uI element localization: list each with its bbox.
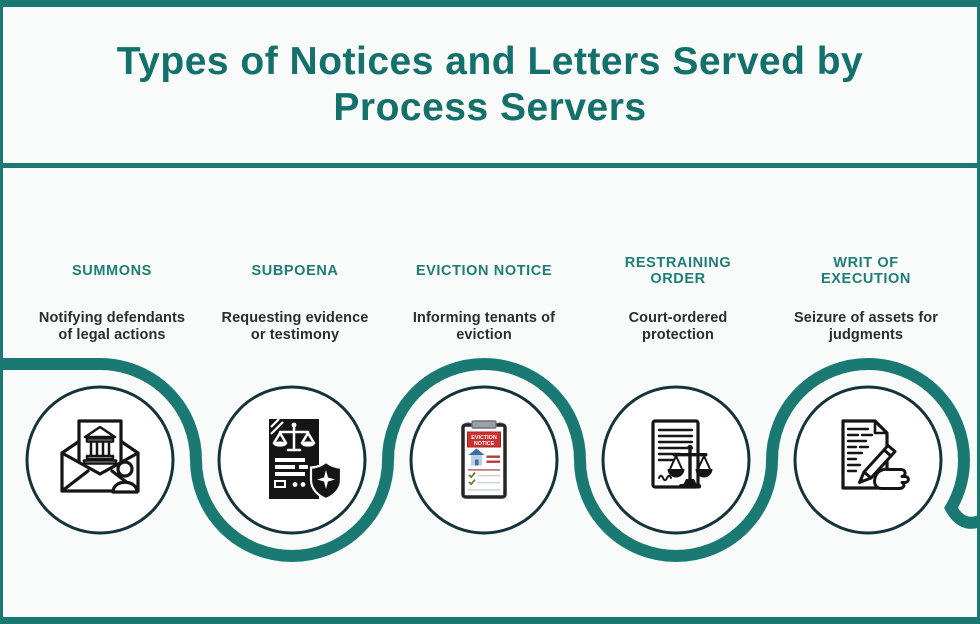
eviction-notice-clipboard-icon: EVICTION NOTICE — [461, 420, 507, 499]
summons-heading: SUMMONS — [17, 248, 207, 294]
description-line: protection — [642, 327, 714, 343]
writ-of-execution-description: Seizure of assets for judgments — [771, 310, 961, 344]
description-line: of legal actions — [58, 327, 166, 343]
eviction-banner-line-2: NOTICE — [474, 441, 495, 447]
right-border — [977, 0, 980, 624]
heading-line: SUMMONS — [72, 262, 152, 279]
description-line: Informing tenants of — [412, 310, 556, 326]
description-line: judgments — [828, 327, 904, 343]
writ-of-execution-heading: WRIT OF EXECUTION — [771, 248, 961, 294]
restraining-order-heading: RESTRAINING ORDER — [583, 248, 773, 294]
description-line: Seizure of assets for — [794, 310, 938, 326]
summons-description: Notifying defendants of legal actions — [17, 310, 207, 344]
page-title: Types of Notices and Letters Served by P… — [3, 7, 977, 163]
title-line-1: Types of Notices and Letters Served by — [116, 40, 864, 83]
title-separator-line — [0, 163, 980, 168]
house-icon — [468, 448, 485, 455]
description-line: Notifying defendants — [38, 310, 186, 326]
top-border — [0, 0, 980, 7]
description-line: or testimony — [250, 327, 340, 343]
eviction-notice-description: Informing tenants of eviction — [389, 310, 579, 344]
writ-of-execution-signing-hand-icon — [841, 419, 910, 490]
eviction-notice-heading: EVICTION NOTICE — [389, 248, 579, 294]
wave-path — [0, 358, 980, 562]
eviction-banner-line-1: EVICTION — [471, 435, 497, 441]
left-border — [0, 0, 3, 624]
restraining-order-document-scales-icon — [651, 419, 713, 489]
heading-line: EXECUTION — [821, 271, 911, 287]
subpoena-document-scales-shield-icon — [269, 418, 342, 501]
summons-envelope-courthouse-icon — [60, 419, 140, 494]
subpoena-description: Requesting evidence or testimony — [200, 310, 390, 344]
bottom-border — [0, 617, 980, 624]
description-line: Requesting evidence — [221, 310, 369, 326]
pencil-hand-icon — [858, 444, 910, 490]
heading-line: EVICTION NOTICE — [415, 262, 553, 279]
restraining-order-description: Court-ordered protection — [583, 310, 773, 344]
subpoena-heading: SUBPOENA — [200, 248, 390, 294]
heading-line: SUBPOENA — [251, 262, 339, 279]
description-line: Court-ordered — [628, 310, 728, 326]
description-line: eviction — [456, 327, 512, 343]
heading-line: ORDER — [650, 271, 706, 287]
scales-icon — [667, 444, 713, 489]
heading-line: RESTRAINING — [624, 254, 732, 271]
heading-line: WRIT OF — [833, 254, 899, 271]
title-line-2: Process Servers — [333, 86, 647, 129]
